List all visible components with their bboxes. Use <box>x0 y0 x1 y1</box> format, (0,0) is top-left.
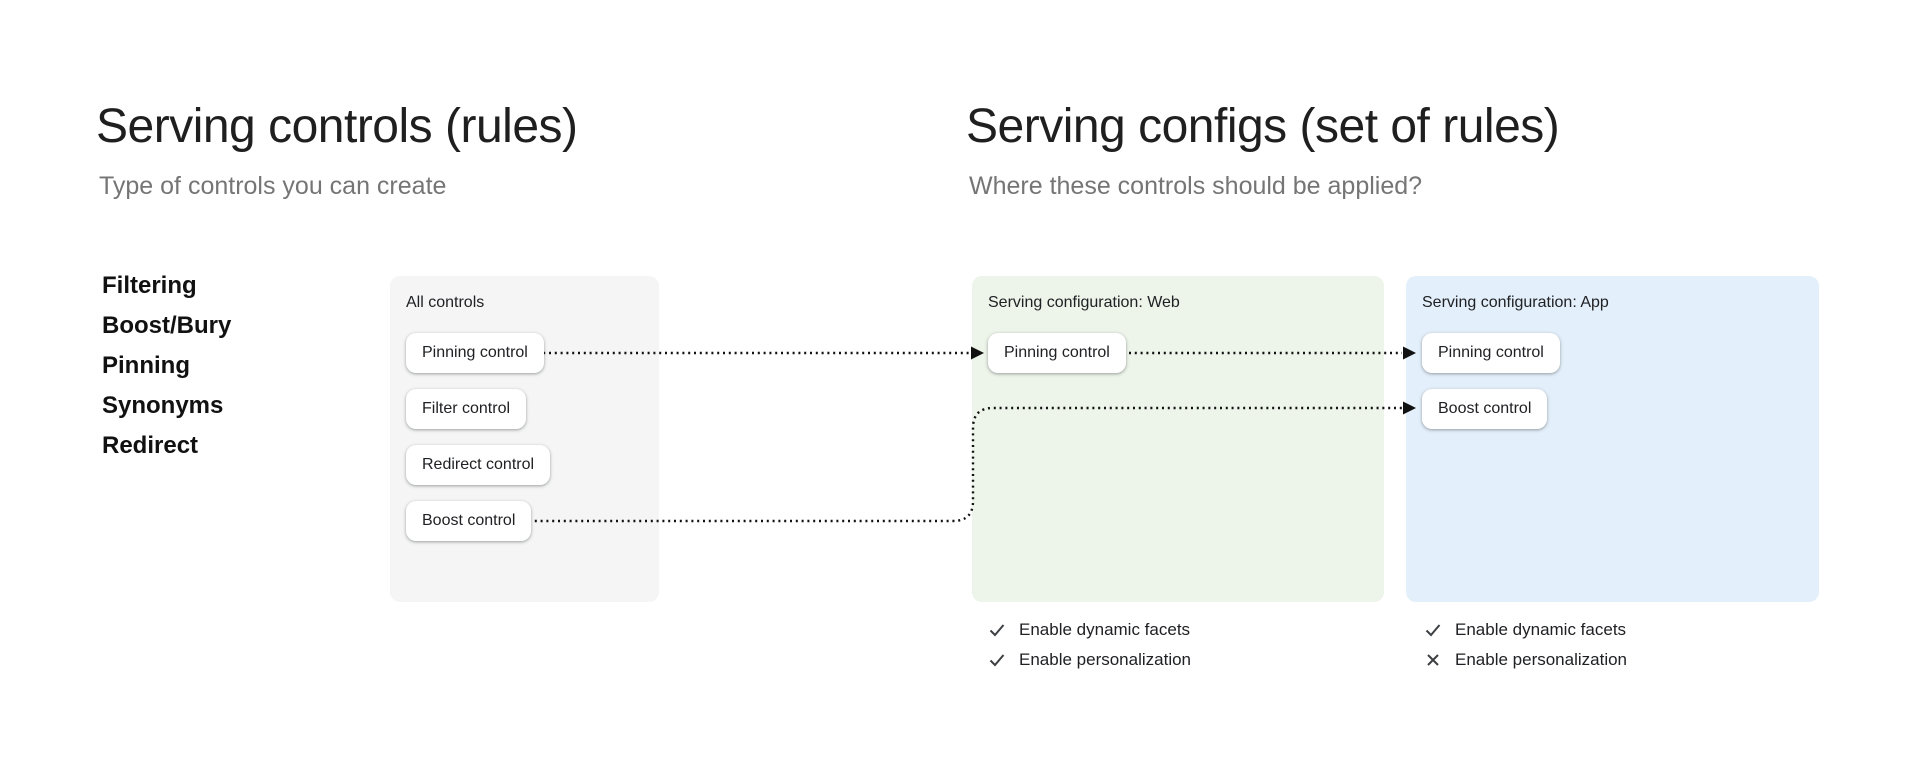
left-section-title: Serving controls (rules) <box>96 100 578 153</box>
setting-label: Enable dynamic facets <box>1019 620 1191 639</box>
web-config-card: Serving configuration: Web Pinning contr… <box>972 276 1384 602</box>
pill-filter-control: Filter control <box>406 389 527 429</box>
setting-row: Enable dynamic facets <box>988 615 1191 645</box>
right-section-title: Serving configs (set of rules) <box>966 100 1560 153</box>
check-icon <box>988 621 1006 639</box>
web-config-settings: Enable dynamic facets Enable personaliza… <box>988 615 1191 675</box>
setting-row: Enable personalization <box>1424 645 1627 675</box>
app-config-settings: Enable dynamic facets Enable personaliza… <box>1424 615 1627 675</box>
setting-row: Enable dynamic facets <box>1424 615 1627 645</box>
control-type-filtering: Filtering <box>102 272 197 299</box>
setting-label: Enable personalization <box>1455 650 1628 669</box>
pill-pinning-control: Pinning control <box>406 333 544 373</box>
x-icon <box>1424 651 1442 669</box>
setting-label: Enable personalization <box>1019 650 1192 669</box>
right-section-subtitle: Where these controls should be applied? <box>969 172 1423 200</box>
all-controls-card-label: All controls <box>406 294 485 311</box>
setting-row: Enable personalization <box>988 645 1191 675</box>
web-pill-pinning-control: Pinning control <box>988 333 1126 373</box>
web-config-card-label: Serving configuration: Web <box>988 294 1180 311</box>
app-pill-pinning-control: Pinning control <box>1422 333 1560 373</box>
control-type-boost-bury: Boost/Bury <box>102 312 232 339</box>
control-type-pinning: Pinning <box>102 352 190 379</box>
all-controls-card: All controls Pinning control Filter cont… <box>390 276 659 602</box>
app-config-card-label: Serving configuration: App <box>1422 294 1609 311</box>
pill-boost-control: Boost control <box>406 501 532 541</box>
setting-label: Enable dynamic facets <box>1455 620 1627 639</box>
control-type-redirect: Redirect <box>102 432 199 459</box>
control-type-list: Filtering Boost/Bury Pinning Synonyms Re… <box>102 266 231 466</box>
control-type-synonyms: Synonyms <box>102 392 224 419</box>
check-icon <box>988 651 1006 669</box>
app-config-card: Serving configuration: App Pinning contr… <box>1406 276 1819 602</box>
check-icon <box>1424 621 1442 639</box>
pill-redirect-control: Redirect control <box>406 445 551 485</box>
left-section-subtitle: Type of controls you can create <box>99 172 447 200</box>
app-pill-boost-control: Boost control <box>1422 389 1548 429</box>
